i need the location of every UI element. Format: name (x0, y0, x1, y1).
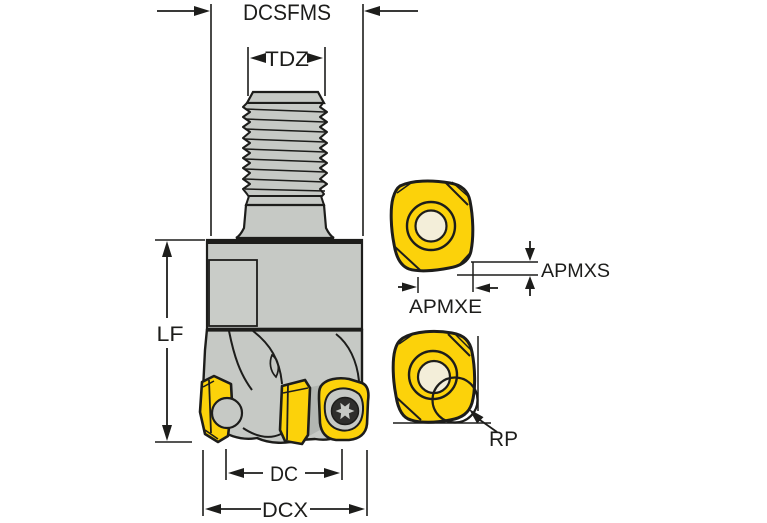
dim-label-dcx: DCX (262, 499, 308, 522)
insert-middle-face (278, 378, 312, 446)
arrowhead-left-icon (364, 6, 380, 16)
torx-star-icon (335, 402, 355, 420)
tool-body (205, 238, 364, 331)
insert-facet-lines (282, 383, 309, 441)
shank-collar (235, 203, 335, 240)
insert-facet-lines (395, 332, 472, 421)
dim-label-apmxe: APMXE (409, 297, 482, 318)
insert-right (317, 376, 370, 442)
arrowhead-left-icon (228, 468, 244, 478)
dim-dc: DC (225, 449, 343, 486)
insert-detail-top-view: APMXS APMXE (389, 179, 610, 318)
dim-label-lf: LF (157, 323, 184, 346)
thread-neck (244, 195, 326, 206)
arrowhead-right-icon (307, 53, 323, 63)
arrowhead-right-icon (402, 282, 417, 292)
arrowhead-down-icon (162, 425, 172, 441)
arrowhead-right-icon (349, 504, 365, 514)
arrowhead-left-icon (205, 504, 221, 514)
insert-facet-lines (393, 181, 471, 271)
arrowhead-left-icon (250, 53, 266, 63)
dim-label-dcsfms: DCSFMS (243, 0, 331, 25)
insert-hole (416, 359, 452, 395)
dim-lf: LF (155, 239, 205, 443)
thread-top-chamfer (245, 90, 326, 105)
arrowhead-right-icon (194, 6, 210, 16)
arrowhead-up-icon (162, 241, 172, 257)
arrowhead-down-icon (525, 248, 535, 261)
arrowhead-up-icon (525, 276, 535, 289)
body-flat-detail (208, 259, 258, 327)
tool-thread-shank (235, 90, 335, 240)
dim-dcsfms: DCSFMS (157, 0, 418, 236)
thread-crest-lines (244, 108, 326, 192)
dim-apmxe: APMXE (398, 262, 498, 318)
leader-line (479, 419, 498, 433)
dim-label-tdz: TDZ (265, 48, 309, 71)
flute-curves (228, 330, 360, 438)
dim-label-apmxs: APMXS (541, 261, 610, 282)
insert-hole (414, 209, 448, 243)
arrowhead-left-icon (475, 283, 490, 293)
arrowhead-right-icon (324, 468, 340, 478)
dim-rp: RP (393, 336, 518, 451)
insert-facet-lines (202, 379, 219, 440)
insert-detail-corner-radius: RP (391, 329, 518, 451)
arrowhead-corner-icon (469, 409, 484, 424)
insert-middle (278, 378, 312, 446)
dim-tdz: TDZ (247, 47, 326, 96)
dim-apmxs: APMXS (457, 241, 610, 296)
tool-cutter-head (198, 327, 370, 446)
dim-dcx: DCX (202, 450, 368, 522)
dim-label-rp: RP (489, 428, 518, 451)
pocket-screw-boss (210, 396, 244, 430)
dim-label-dc: DC (270, 463, 298, 486)
